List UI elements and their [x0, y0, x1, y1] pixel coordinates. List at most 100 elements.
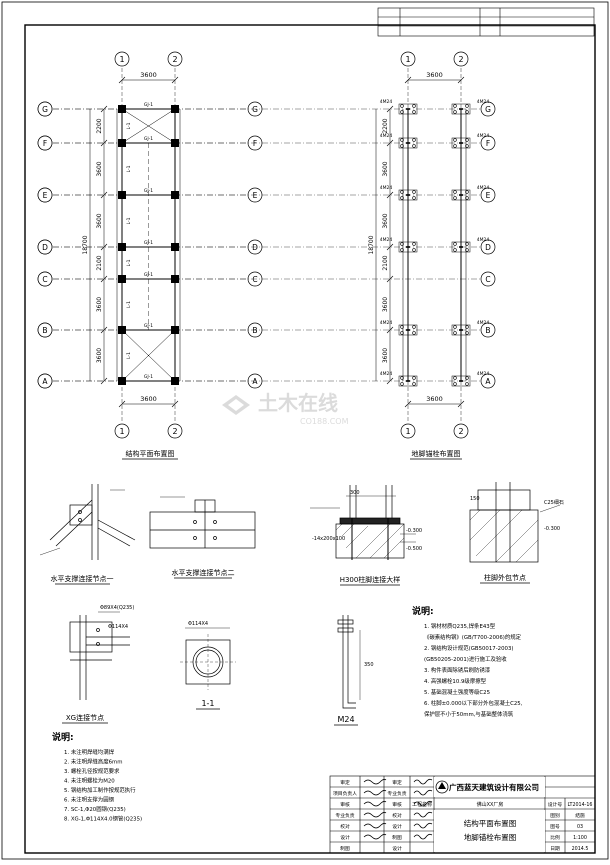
row-dimension: 3600	[96, 348, 103, 363]
anchor-tag: 4M24	[477, 185, 490, 191]
drawing-name-1: 结构平面布置图	[464, 818, 517, 828]
anchor-tag: 4M24	[477, 237, 490, 243]
row-label-left: G	[42, 105, 48, 114]
anchor-bolt-group: 4M24	[380, 133, 418, 149]
title-block-label: 设计	[340, 834, 350, 841]
row-label-right: E	[253, 191, 258, 200]
title-block-label: 专业负责	[387, 790, 406, 797]
title-block-field-value: LT2014-16	[568, 802, 593, 808]
signature-icon	[363, 800, 387, 807]
detail-section-1-1	[180, 627, 236, 690]
title-block-label: 专业负责	[335, 812, 354, 819]
drawing-name-2: 地脚锚栓布置图	[464, 832, 517, 842]
axis-label-top: 2	[458, 55, 463, 64]
anchor-tag: 4M24	[380, 99, 393, 105]
anchor-tag: 4M24	[380, 185, 393, 191]
row-bubble-left	[37, 373, 53, 389]
title-block-field-label: 图号	[550, 824, 560, 830]
row-bubble-left	[37, 101, 53, 117]
note-line: 4. 未注明螺栓为M20	[64, 777, 115, 785]
row-bubble-left	[37, 271, 53, 287]
note-line: 7. SC-1,Φ20圆钢(Q235)	[64, 805, 126, 813]
detail-xg-connection	[69, 611, 130, 700]
note-line: 5. 钢结构加工制作按规范执行	[64, 786, 136, 794]
d3-dim-level2: -0.500	[406, 546, 422, 552]
axis-bubble-top	[453, 51, 469, 67]
signature-icon	[413, 811, 433, 818]
watermark: 土木在线 CO188.COM	[222, 391, 349, 426]
total-dimension: 18700	[82, 235, 89, 254]
row-bubble-right	[480, 135, 496, 151]
row-dimension: 2100	[96, 255, 103, 270]
row-label-left: D	[42, 243, 48, 252]
row-label-right: D	[485, 243, 491, 252]
title-block-label: 校对	[340, 823, 350, 830]
project-name: 佛山XX厂房	[477, 801, 504, 808]
anchor-bolt-group: 4M24	[380, 320, 418, 336]
row-label-left: A	[42, 377, 48, 386]
drawing-frame	[24, 24, 596, 854]
anchor-bolt-group: 4M24	[451, 185, 490, 201]
structural-plan: 112236003600GGFFEEDDCCBBAA22003600360021…	[37, 51, 263, 439]
detail-h300-column-base	[310, 485, 416, 560]
signature-icon	[413, 822, 433, 829]
row-label-right: B	[485, 326, 490, 335]
axis-bubble-top	[114, 51, 130, 67]
anchor-tag: 4M24	[477, 133, 490, 139]
title-block-field-value: 03	[577, 824, 583, 830]
watermark-text: 土木在线	[258, 391, 338, 415]
d5-note-1: Φ89X4(Q235)	[100, 605, 134, 611]
title-block-field-value: 结施	[575, 812, 585, 819]
column-label: L-1	[126, 259, 132, 266]
row-dimension: 2100	[382, 255, 389, 270]
watermark-sub: CO188.COM	[300, 417, 349, 426]
title-block-label: 制图	[392, 834, 402, 841]
row-bubble-left	[37, 322, 53, 338]
note-line: 3. 螺栓孔径按规范要求	[64, 767, 120, 775]
anchor-tag: 4M24	[380, 320, 393, 326]
row-label-right: G	[485, 105, 491, 114]
d6-note: Φ114X4	[188, 621, 208, 627]
plan-right-title: 地脚锚栓布置图	[412, 449, 461, 458]
note-line: 5. 基础混凝土强度等级C25	[424, 688, 490, 696]
beam-label: GJ-1	[144, 374, 153, 380]
signature-icon	[413, 778, 433, 785]
row-label-right: G	[252, 105, 258, 114]
row-dimension: 3600	[382, 161, 389, 176]
anchor-tag: 4M24	[380, 371, 393, 377]
anchor-tag: 4M24	[380, 237, 393, 243]
detail-m24-anchor-bolt	[337, 615, 361, 709]
d7-dim-350: 350	[364, 662, 374, 668]
anchor-tag: 4M24	[477, 320, 490, 326]
anchor-bolt-group: 4M24	[380, 99, 418, 115]
axis-label-bottom: 2	[172, 427, 177, 436]
note-line: 2. 钢结构设计规范(GB50017-2003)	[424, 644, 514, 652]
row-bubble-right	[480, 239, 496, 255]
title-block-field-label: 图别	[550, 812, 560, 819]
row-label-right: B	[252, 326, 257, 335]
row-label-left: B	[42, 326, 47, 335]
span-dimension: 3600	[426, 71, 443, 79]
column-label: L-1	[126, 352, 132, 359]
row-bubble-right	[480, 322, 496, 338]
anchor-bolt-group: 4M24	[451, 99, 489, 115]
title-block-label: 项目负责人	[333, 790, 357, 797]
beam-label: GJ-1	[144, 102, 153, 108]
row-bubble-right	[480, 101, 496, 117]
title-block-field-label: 日期	[550, 846, 560, 852]
axis-bubble-top	[400, 51, 416, 67]
signature-icon	[363, 811, 387, 818]
anchor-tag: 4M24	[477, 371, 490, 377]
anchor-bolt-group: 4M24	[380, 185, 418, 201]
row-bubble-left	[37, 135, 53, 151]
row-dimension: 3600	[96, 161, 103, 176]
d4-concrete: C25细石	[544, 499, 564, 506]
brace-line	[121, 108, 176, 144]
title-block-label: 校对	[392, 812, 402, 819]
axis-bubble-bottom	[453, 423, 469, 439]
row-bubble-left	[37, 187, 53, 203]
d3-dim-level1: -0.300	[406, 528, 422, 534]
